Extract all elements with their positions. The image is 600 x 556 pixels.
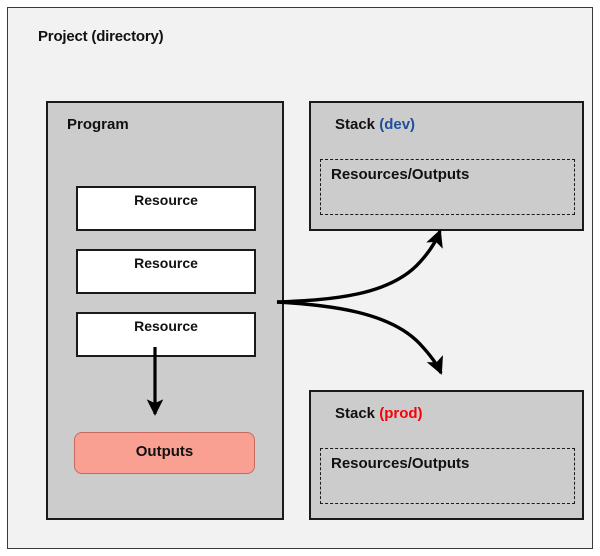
resource-label-2: Resource xyxy=(134,255,198,271)
stack-dev-title-prefix: Stack xyxy=(335,116,380,133)
program-panel: Program Resource Resource Resource Outpu… xyxy=(46,101,284,520)
outputs-box: Outputs xyxy=(74,432,255,474)
program-title: Program xyxy=(67,116,129,133)
stack-prod-resources-outputs-label: Resources/Outputs xyxy=(331,455,470,472)
stack-dev-title: Stack (dev) xyxy=(335,116,415,133)
stack-dev-resources-outputs-box: Resources/Outputs xyxy=(320,159,575,215)
resource-box-1: Resource xyxy=(76,186,256,231)
stack-panel-dev: Stack (dev) Resources/Outputs xyxy=(309,101,584,231)
resource-label-1: Resource xyxy=(134,192,198,208)
project-container: Project (directory) Program Resource Res… xyxy=(7,7,593,549)
stack-dev-resources-outputs-label: Resources/Outputs xyxy=(331,166,470,183)
stack-dev-env-label: (dev) xyxy=(379,116,416,133)
resource-box-2: Resource xyxy=(76,249,256,294)
resource-label-3: Resource xyxy=(134,318,198,334)
outputs-label: Outputs xyxy=(135,443,194,460)
resource-box-3: Resource xyxy=(76,312,256,357)
stack-panel-prod: Stack (prod) Resources/Outputs xyxy=(309,390,584,520)
stack-prod-title: Stack (prod) xyxy=(335,405,423,422)
project-title: Project (directory) xyxy=(38,28,164,45)
stack-prod-env-label: (prod) xyxy=(379,405,423,422)
stack-prod-resources-outputs-box: Resources/Outputs xyxy=(320,448,575,504)
stack-prod-title-prefix: Stack xyxy=(335,405,380,422)
